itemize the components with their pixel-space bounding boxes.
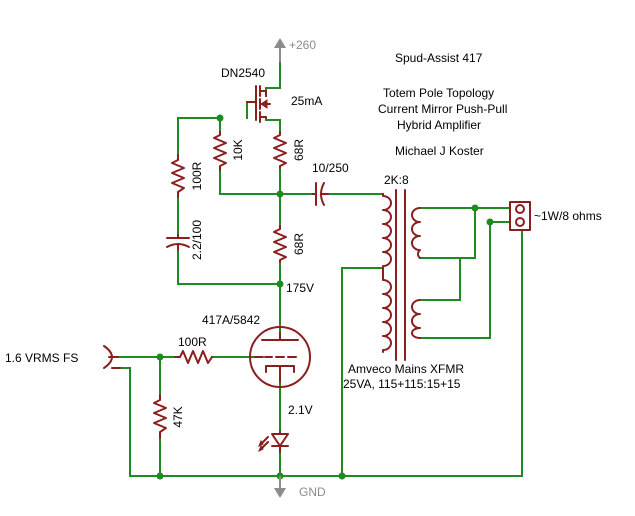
title-line3: Hybrid Amplifier <box>397 118 481 132</box>
tube-417a <box>249 326 311 388</box>
cathode-voltage-label: 2.1V <box>288 403 313 417</box>
input-jack <box>103 345 121 369</box>
capacitor-output-label: 10/250 <box>312 161 349 175</box>
capacitor-feedback-label: 2.2/100 <box>190 220 204 260</box>
output-terminal <box>509 201 531 231</box>
junction-sec-1 <box>471 204 479 212</box>
junction-plate <box>276 280 284 288</box>
ground-symbol <box>274 476 286 498</box>
wires <box>117 61 523 477</box>
resistor-10k-label: 10K <box>231 139 245 160</box>
title-line2: Current Mirror Push-Pull <box>378 102 507 116</box>
output-label: ~1W/8 ohms <box>534 209 602 223</box>
junctions <box>156 114 494 480</box>
tube-part-label: 417A/5842 <box>202 313 260 327</box>
junction-gnd-3 <box>338 472 346 480</box>
resistor-68r-top-label: 68R <box>292 139 306 161</box>
junction-gnd-1 <box>156 472 164 480</box>
resistor-100r-grid-label: 100R <box>178 335 207 349</box>
resistor-47k <box>153 394 167 439</box>
resistor-10k <box>213 131 227 171</box>
resistor-68r-bottom-label: 68R <box>292 233 306 255</box>
plate-voltage-label: 175V <box>286 281 314 295</box>
resistor-68r-top <box>273 131 287 169</box>
resistor-100r-feedback-label: 100R <box>190 161 204 190</box>
ground-label: GND <box>299 485 326 499</box>
junction-sec-2 <box>486 218 494 226</box>
title-author: Michael J Koster <box>395 144 484 158</box>
transformer <box>382 189 421 361</box>
title-line1: Totem Pole Topology <box>383 86 494 100</box>
mosfet-dn2540 <box>246 85 271 123</box>
capacitor-2-2-100 <box>166 234 190 251</box>
title-name: Spud-Assist 417 <box>395 51 483 65</box>
resistor-68r-bottom <box>273 225 287 263</box>
led <box>258 431 289 453</box>
resistor-100r-grid <box>174 350 213 364</box>
transformer-ratio-label: 2K:8 <box>384 173 409 187</box>
resistor-100r-feedback <box>171 154 185 198</box>
supply-label: +260 <box>289 38 316 52</box>
mosfet-current-label: 25mA <box>291 94 322 108</box>
mosfet-part-label: DN2540 <box>221 66 265 80</box>
supply-symbol <box>274 38 286 62</box>
transformer-desc1: Amveco Mains XFMR <box>348 362 464 376</box>
junction-gate <box>216 114 224 122</box>
input-label: 1.6 VRMS FS <box>5 351 78 365</box>
transformer-desc2: 25VA, 115+115:15+15 <box>343 377 461 391</box>
junction-input <box>156 353 164 361</box>
junction-mid <box>276 190 284 198</box>
capacitor-10-250 <box>312 182 329 206</box>
resistor-47k-label: 47K <box>171 406 185 427</box>
